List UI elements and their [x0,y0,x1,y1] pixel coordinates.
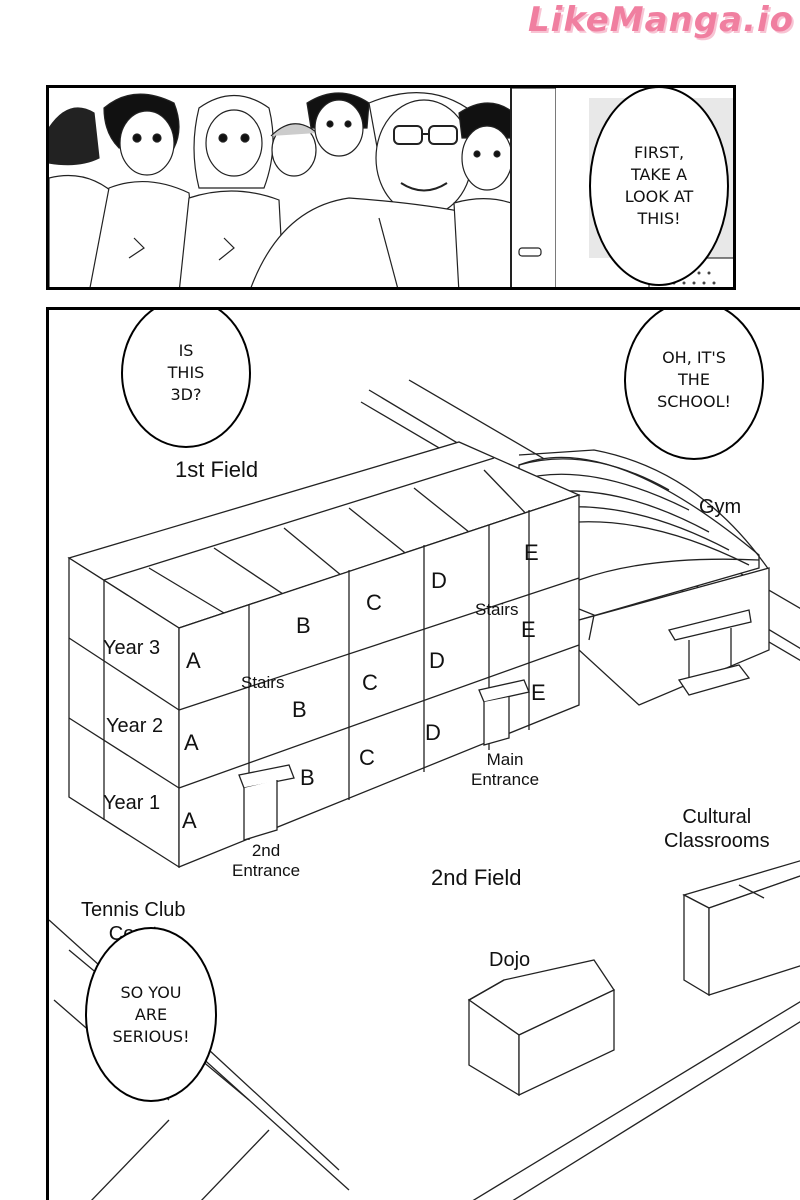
class-1a: A [182,808,197,833]
speech-text: IS THIS 3D? [167,341,205,404]
speech-bubble-is-this-3d: IS THIS 3D? [121,310,251,448]
class-2b: B [292,697,307,722]
class-3b: B [296,613,311,638]
label-1st-field: 1st Field [175,457,259,482]
label-dojo: Dojo [489,949,531,971]
site-watermark: LikeManga.io [528,0,794,40]
year-3-label: Year 3 [103,637,161,659]
speech-bubble-so-you-are-serious: SO YOU ARE SERIOUS! [85,927,217,1102]
label-gym: Gym [699,496,742,518]
class-2e: E [521,617,536,642]
class-2d: D [429,648,445,673]
label-stairs-left: Stairs [241,673,285,692]
class-1b: B [300,765,315,790]
class-3d: D [431,568,447,593]
class-2c: C [362,670,378,695]
speech-text: FIRST, TAKE A LOOK AT THIS! [624,143,694,228]
class-1c: C [359,745,375,770]
label-2nd-field: 2nd Field [431,865,522,890]
class-1d: D [425,720,441,745]
speech-bubble-oh-its-the-school: OH, IT'S THE SCHOOL! [624,310,764,460]
speech-text: OH, IT'S THE SCHOOL! [657,348,731,411]
class-2a: A [184,730,199,755]
class-3e: E [524,540,539,565]
class-1e: E [531,680,546,705]
label-stairs-right: Stairs [475,600,519,619]
speech-text: SO YOU ARE SERIOUS! [112,982,190,1046]
class-3c: C [366,590,382,615]
label-cultural-classrooms: Cultural Classrooms [664,806,770,852]
year-1-label: Year 1 [103,792,161,814]
school-map-illustration [49,379,800,1200]
class-3a: A [186,648,201,673]
label-2nd-entrance: 2nd Entrance [232,841,301,881]
label-main-entrance: Main Entrance [471,750,540,790]
top-panel: FIRST, TAKE A LOOK AT THIS! [46,85,736,290]
school-map-panel: IS THIS 3D? OH, IT'S THE SCHOOL! 1st Fie… [46,307,800,1200]
year-2-label: Year 2 [106,715,164,737]
speech-bubble-first-take-a-look: FIRST, TAKE A LOOK AT THIS! [589,88,729,286]
